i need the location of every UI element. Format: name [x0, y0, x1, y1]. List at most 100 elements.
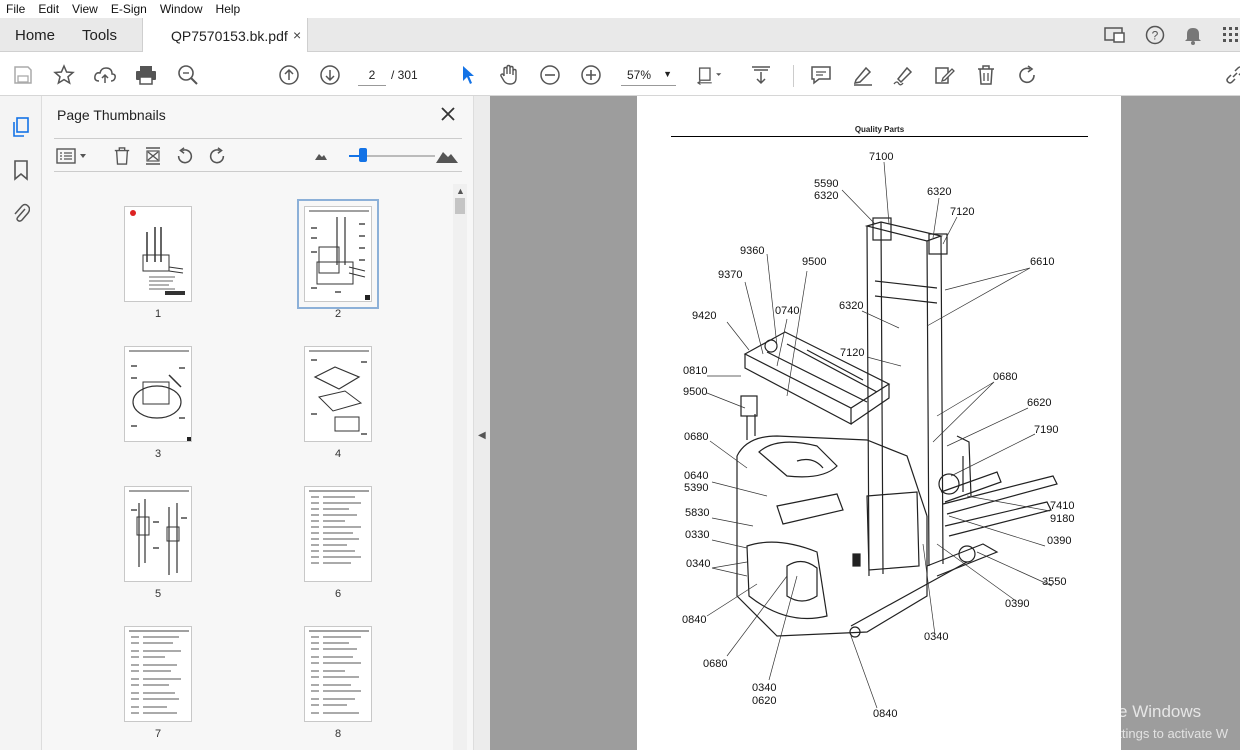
toolbar-divider	[793, 65, 794, 87]
thumbnail-label: 4	[334, 448, 342, 460]
forklift-exploded-diagram	[706, 161, 1058, 709]
star-icon[interactable]	[51, 62, 77, 88]
part-callout: 3550	[1042, 576, 1067, 588]
menu-file[interactable]: File	[6, 2, 26, 16]
part-callout: 9500	[683, 386, 708, 398]
page-number-input[interactable]: 2	[358, 64, 386, 86]
hand-tool-icon[interactable]	[496, 62, 522, 88]
thumbnail-options-icon[interactable]	[56, 145, 90, 167]
page-thumbnail[interactable]	[304, 626, 372, 722]
thumbnail-label: 5	[154, 588, 162, 600]
tab-document[interactable]: QP7570153.bk.pdf ×	[142, 18, 308, 52]
menu-esign[interactable]: E-Sign	[110, 2, 147, 16]
thumbnail-label: 3	[154, 448, 162, 460]
save-icon[interactable]	[10, 62, 36, 88]
part-callout: 0330	[685, 529, 710, 541]
previous-page-icon[interactable]	[276, 62, 302, 88]
tab-tools[interactable]: Tools	[82, 27, 118, 44]
page-thumbnail[interactable]	[304, 486, 372, 582]
tab-home[interactable]: Home	[15, 27, 56, 44]
part-callout: 0340	[924, 631, 949, 643]
zoom-level-value: 57%	[627, 67, 652, 82]
part-callout: 0840	[873, 708, 898, 720]
fit-page-icon[interactable]	[697, 62, 723, 88]
tab-close-icon[interactable]: ×	[293, 27, 302, 43]
menu-edit[interactable]: Edit	[38, 2, 60, 16]
thumbnails-scrollbar[interactable]: ▲	[453, 184, 467, 750]
rotate-left-icon[interactable]	[174, 145, 196, 167]
zoom-level-select[interactable]: 57% ▼	[621, 64, 676, 86]
zoom-out-icon[interactable]	[537, 62, 563, 88]
extract-pages-icon[interactable]	[142, 145, 164, 167]
part-callout: 6610	[1030, 256, 1055, 268]
pdf-page: Quality Parts	[637, 96, 1121, 750]
menu-view[interactable]: View	[72, 2, 98, 16]
part-callout: 9420	[692, 310, 717, 322]
thumbnail-label: 8	[334, 728, 342, 740]
tab-document-label: QP7570153.bk.pdf	[171, 28, 288, 44]
menu-help[interactable]: Help	[215, 2, 241, 16]
page-thumbnails-icon[interactable]	[9, 115, 33, 139]
part-callout: 0680	[703, 658, 728, 670]
print-icon[interactable]	[133, 62, 159, 88]
part-callout: 5390	[684, 482, 709, 494]
thumbnail-size-slider[interactable]	[349, 155, 435, 157]
document-viewer: Quality Parts	[490, 96, 1240, 750]
next-page-icon[interactable]	[317, 62, 343, 88]
comment-icon[interactable]	[808, 62, 834, 88]
part-callout: 0640	[684, 470, 709, 482]
collapse-panel-icon[interactable]: ◀	[478, 430, 486, 441]
cloud-upload-icon[interactable]	[92, 62, 118, 88]
thumbnail-label: 2	[334, 308, 342, 320]
part-callout: 9360	[740, 245, 765, 257]
highlight-pen-icon[interactable]	[850, 62, 876, 88]
thumbnail-toolbar	[54, 138, 462, 172]
sign-pen-icon[interactable]	[890, 62, 916, 88]
rotate-icon[interactable]	[1014, 62, 1040, 88]
large-thumbnails-icon[interactable]	[434, 145, 460, 167]
part-callout: 6320	[814, 190, 839, 202]
page-thumbnail[interactable]	[124, 486, 192, 582]
scroll-up-icon[interactable]: ▲	[456, 186, 465, 196]
page-thumbnail[interactable]	[124, 206, 192, 302]
slider-handle[interactable]	[359, 148, 367, 162]
edit-pdf-icon[interactable]	[931, 62, 957, 88]
rotate-right-icon[interactable]	[206, 145, 228, 167]
part-callout: 0840	[682, 614, 707, 626]
share-screen-icon[interactable]	[1103, 24, 1127, 46]
part-callout: 7120	[840, 347, 865, 359]
scrollbar-thumb[interactable]	[455, 198, 465, 214]
panel-splitter[interactable]: ◀	[473, 96, 490, 750]
link-icon[interactable]	[1222, 62, 1240, 88]
zoom-in-icon[interactable]	[578, 62, 604, 88]
part-callout: 9500	[802, 256, 827, 268]
zoom-search-icon[interactable]	[175, 62, 201, 88]
bookmark-icon[interactable]	[9, 158, 33, 182]
page-thumbnail-selected[interactable]	[297, 199, 379, 309]
apps-grid-icon[interactable]	[1219, 24, 1240, 46]
scroll-mode-icon[interactable]	[748, 62, 774, 88]
windows-activation-watermark: Activate Windows	[1067, 702, 1202, 721]
part-callout: 0340	[752, 682, 777, 694]
menu-window[interactable]: Window	[159, 2, 203, 16]
part-callout: 9370	[718, 269, 743, 281]
part-callout: 7120	[950, 206, 975, 218]
part-callout: 5830	[685, 507, 710, 519]
attachment-icon[interactable]	[9, 201, 33, 225]
thumbnail-label: 6	[334, 588, 342, 600]
panel-title: Page Thumbnails	[57, 107, 166, 123]
bell-icon[interactable]	[1181, 24, 1205, 46]
help-icon[interactable]: ?	[1143, 24, 1167, 46]
small-thumbnails-icon[interactable]	[310, 145, 332, 167]
part-callout: 7410	[1050, 500, 1075, 512]
delete-pages-icon[interactable]	[111, 145, 133, 167]
close-icon[interactable]	[438, 104, 458, 124]
page-thumbnail[interactable]	[124, 626, 192, 722]
page-thumbnail[interactable]	[304, 346, 372, 442]
page-thumbnail[interactable]	[124, 346, 192, 442]
part-callout: 6620	[1027, 397, 1052, 409]
page-total: / 301	[391, 68, 418, 82]
delete-icon[interactable]	[973, 62, 999, 88]
select-cursor-icon[interactable]	[455, 62, 481, 88]
part-callout: 0390	[1047, 535, 1072, 547]
